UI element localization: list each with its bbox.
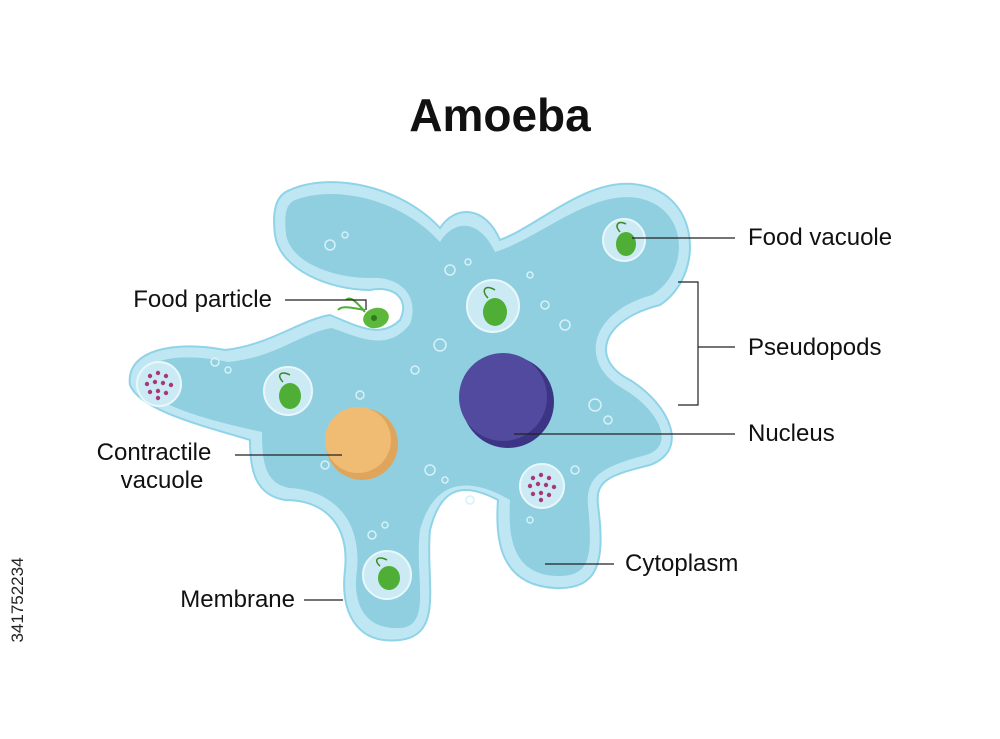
contractile-vacuole — [325, 407, 398, 480]
nucleus — [459, 353, 554, 448]
leader-lines — [235, 237, 735, 601]
label-pseudopods: Pseudopods — [748, 334, 882, 361]
pseudopods-bracket — [678, 281, 699, 406]
stock-image-id: 341752234 — [6, 500, 30, 700]
dotted-vacuole-left — [136, 361, 182, 407]
food-particle — [337, 297, 389, 329]
label-food-vacuole: Food vacuole — [748, 224, 893, 251]
label-membrane: Membrane — [180, 586, 295, 613]
food-vacuole-bottom — [362, 550, 412, 600]
label-contractile-line2: vacuole — [120, 467, 204, 494]
cytoplasm-bubbles — [210, 231, 613, 540]
amoeba-cytoplasm — [141, 194, 679, 629]
food-vacuole-top-right — [602, 218, 646, 262]
diagram-title: Amoeba — [409, 89, 591, 141]
food-vacuole-center — [466, 279, 520, 333]
leader-line-food-particle — [285, 299, 367, 310]
label-food-particle: Food particle — [133, 286, 272, 313]
stock-image-id-text: 341752234 — [8, 557, 27, 643]
label-contractile-vacuole: Contractile vacuole — [86, 439, 222, 495]
dotted-vacuole-right — [519, 463, 565, 509]
label-cytoplasm: Cytoplasm — [625, 550, 739, 577]
label-contractile-line1: Contractile — [96, 439, 212, 466]
food-vacuole-left — [263, 366, 313, 416]
label-nucleus: Nucleus — [748, 420, 835, 447]
